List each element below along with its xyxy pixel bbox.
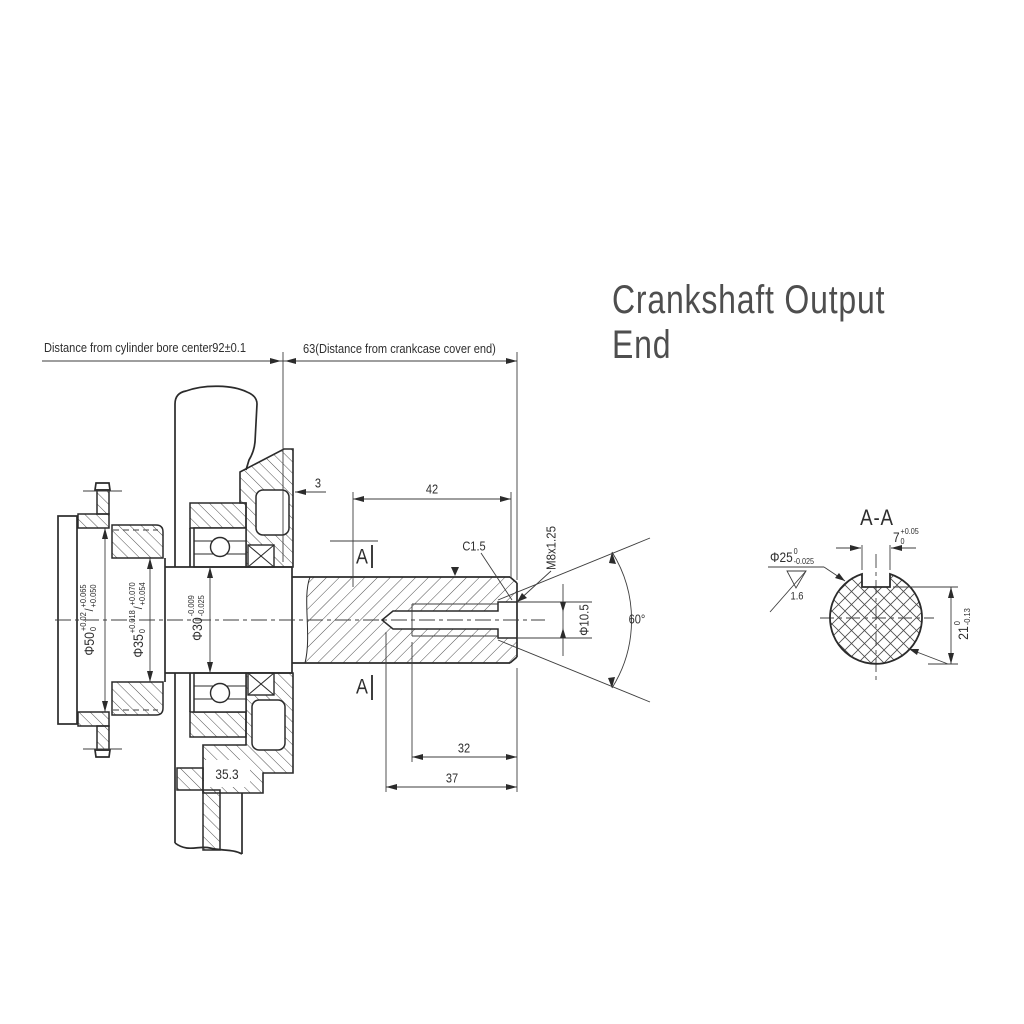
section-view-a-a bbox=[768, 545, 958, 665]
dim-cylinder-bore-center: Distance from cylinder bore center92±0.1 bbox=[44, 340, 246, 355]
section-marker-a-bottom: A bbox=[356, 675, 368, 699]
cutouts bbox=[204, 489, 290, 787]
dim-phi-10-5: Φ10.5 bbox=[576, 604, 592, 636]
dim-35-3: 35.3 bbox=[215, 766, 239, 782]
dim-c1-5: C1.5 bbox=[462, 538, 486, 554]
dim-keyway-height-21: 21 0-0.13 bbox=[952, 608, 972, 640]
dim-phi-30: Φ30 -0.009-0.025 bbox=[186, 595, 206, 641]
page-title: Crankshaft Output End bbox=[612, 278, 886, 367]
oil-seal-upper bbox=[247, 544, 275, 568]
dimension-lines bbox=[42, 352, 934, 792]
dim-60-degrees: 60° bbox=[628, 611, 646, 627]
dim-m8x1-25: M8x1.25 bbox=[543, 526, 559, 570]
dim-42: 42 bbox=[425, 481, 439, 497]
arrowheads bbox=[102, 358, 954, 790]
bearing-upper bbox=[193, 527, 247, 568]
bearing-lower bbox=[193, 672, 247, 713]
dim-3: 3 bbox=[314, 475, 322, 491]
dim-crankcase-cover-end: 63(Distance from crankcase cover end) bbox=[303, 341, 496, 356]
roughness-value: 1.6 bbox=[790, 590, 804, 603]
section-view-title: A-A bbox=[860, 505, 894, 530]
oil-seal-lower bbox=[247, 672, 275, 696]
dim-phi-25: Φ25 0-0.025 bbox=[770, 546, 815, 566]
dim-32: 32 bbox=[457, 740, 471, 756]
dim-37: 37 bbox=[445, 770, 459, 786]
section-marker-a-top: A bbox=[356, 545, 368, 569]
